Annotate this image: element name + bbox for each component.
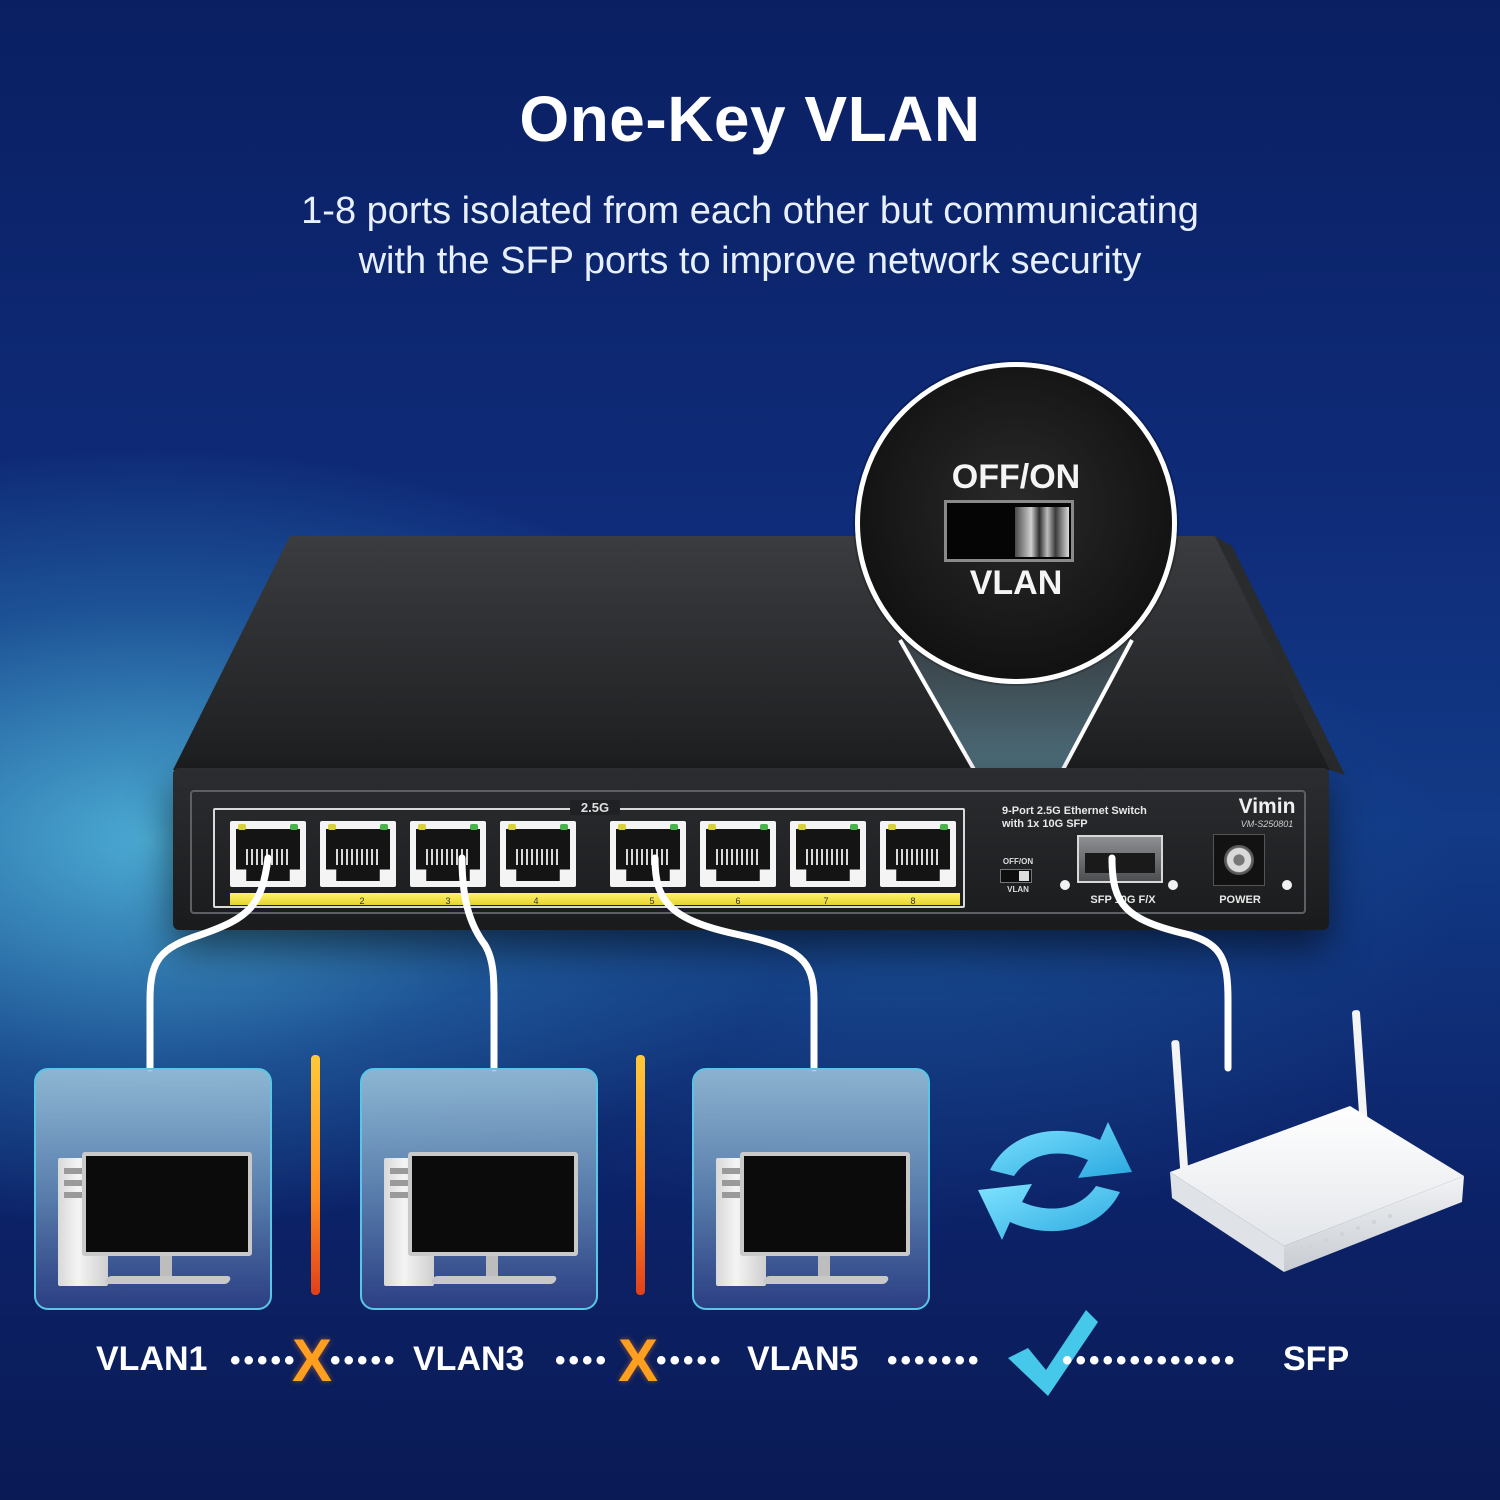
- monitor-icon: [408, 1152, 578, 1256]
- ethernet-port-8[interactable]: [880, 821, 956, 887]
- connector-dots: •••••: [656, 1344, 724, 1377]
- connector-dots: •••••: [230, 1344, 298, 1377]
- sfp-label: SFP 10G F/X: [1090, 894, 1156, 906]
- vlan3-label: VLAN3: [413, 1340, 525, 1378]
- monitor-icon: [740, 1152, 910, 1256]
- speed-label: 2.5G: [570, 800, 620, 815]
- connector-dots: •••••••: [887, 1344, 982, 1377]
- port-number: 7: [823, 896, 829, 906]
- zoom-off-on-label: OFF/ON: [951, 458, 1081, 496]
- switch-model-description: 9-Port 2.5G Ethernet Switch with 1x 10G …: [1002, 805, 1202, 831]
- model-number: VM-S250801: [1240, 819, 1294, 829]
- brand-logo: Vimin: [1238, 795, 1296, 818]
- monitor-stand: [486, 1256, 498, 1278]
- ethernet-port-7[interactable]: [790, 821, 866, 887]
- port-number: 6: [735, 896, 741, 906]
- vlan-toggle-switch[interactable]: [944, 500, 1074, 562]
- ethernet-port-5[interactable]: [610, 821, 686, 887]
- ethernet-port-3[interactable]: [410, 821, 486, 887]
- sfp-port[interactable]: [1077, 835, 1163, 883]
- isolation-divider: [636, 1055, 645, 1295]
- pc-vlan3: [360, 1068, 598, 1310]
- pc-vlan1: [34, 1068, 272, 1310]
- check-icon: [1008, 1310, 1098, 1396]
- page-subtitle: 1-8 ports isolated from each other but c…: [200, 186, 1300, 286]
- ethernet-port-1[interactable]: [230, 821, 306, 887]
- ethernet-port-6[interactable]: [700, 821, 776, 887]
- monitor-base: [430, 1276, 558, 1284]
- subtitle-line-2: with the SFP ports to improve network se…: [358, 240, 1142, 282]
- port-number: 5: [649, 896, 655, 906]
- power-jack[interactable]: [1213, 834, 1265, 886]
- connector-dots: •••••: [330, 1344, 398, 1377]
- ethernet-port-2[interactable]: [320, 821, 396, 887]
- port-number: 4: [533, 896, 539, 906]
- model-description-line-1: 9-Port 2.5G Ethernet Switch: [1002, 805, 1147, 817]
- pc-vlan5: [692, 1068, 930, 1310]
- status-led: [1168, 880, 1178, 890]
- vlan-switch-label-bottom: VLAN: [1007, 885, 1029, 894]
- model-description-line-2: with 1x 10G SFP: [1002, 818, 1088, 830]
- monitor-stand: [818, 1256, 830, 1278]
- cross-icon: X: [292, 1327, 333, 1394]
- connector-dots: •••••••••••••: [1062, 1344, 1238, 1377]
- vlan-dip-switch[interactable]: [1000, 869, 1032, 883]
- port-number: 2: [359, 896, 365, 906]
- isolation-divider: [311, 1055, 320, 1295]
- sfp-destination-label: SFP: [1283, 1340, 1350, 1378]
- zoom-vlan-label: VLAN: [969, 564, 1063, 602]
- port-label-strip: [230, 893, 960, 905]
- vlan1-label: VLAN1: [96, 1340, 208, 1378]
- monitor-base: [104, 1276, 232, 1284]
- connector-dots: ••••: [555, 1344, 610, 1377]
- cross-icon: X: [618, 1327, 659, 1394]
- subtitle-line-1: 1-8 ports isolated from each other but c…: [301, 190, 1199, 232]
- vlan5-label: VLAN5: [747, 1340, 859, 1378]
- monitor-base: [762, 1276, 890, 1284]
- port-number: 3: [445, 896, 451, 906]
- port-number: 8: [910, 896, 916, 906]
- monitor-icon: [82, 1152, 252, 1256]
- power-label: POWER: [1219, 894, 1261, 906]
- status-led: [1060, 880, 1070, 890]
- router-icon: [1170, 1010, 1464, 1272]
- vlan-switch-label-top: OFF/ON: [1002, 857, 1034, 866]
- page-title: One-Key VLAN: [519, 83, 981, 155]
- ethernet-port-4[interactable]: [500, 821, 576, 887]
- power-led: [1282, 880, 1292, 890]
- monitor-stand: [160, 1256, 172, 1278]
- sync-arrows-icon: [978, 1122, 1132, 1240]
